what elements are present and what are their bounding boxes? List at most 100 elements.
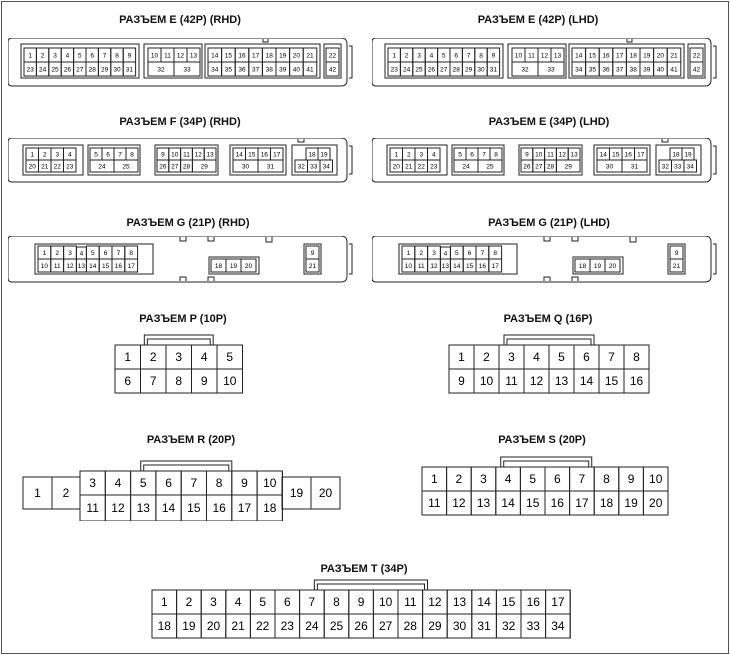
pin-19: 19	[281, 476, 312, 510]
pin-10: 10	[147, 47, 162, 63]
pin-16: 16	[206, 494, 233, 521]
pin-5: 5	[73, 47, 87, 63]
pin-label: 33	[183, 66, 191, 73]
pin-6: 6	[155, 470, 182, 496]
connector-title: РАЗЪЕМ R (20P)	[146, 434, 236, 446]
pin-34: 34	[571, 61, 587, 77]
pin-label: 8	[494, 151, 498, 158]
pin-label: 31	[126, 66, 134, 73]
housing-right-end	[689, 138, 712, 183]
pin-label: 3	[68, 250, 72, 257]
pin-label: 14	[236, 151, 244, 158]
pin-24: 24	[299, 613, 325, 639]
pin-block	[572, 256, 624, 275]
pin-label: 1	[394, 151, 398, 158]
pin-10: 10	[473, 368, 500, 394]
pin-label: 11	[418, 263, 425, 270]
pin-17: 17	[569, 490, 595, 516]
pin-cell	[240, 258, 257, 273]
pin-label: 26	[523, 163, 531, 170]
pin-32: 32	[147, 61, 175, 77]
pin-label: 1	[458, 350, 465, 364]
pin-21: 21	[669, 258, 684, 273]
pin-12: 12	[173, 47, 188, 63]
pin-label: 32	[298, 163, 306, 170]
pin-1: 1	[25, 147, 39, 161]
pin-11: 11	[544, 147, 557, 161]
pin-cell	[488, 258, 503, 273]
pin-label: 20	[649, 496, 663, 510]
pin-17: 17	[488, 258, 503, 273]
pin-17: 17	[545, 589, 571, 615]
pin-label: 12	[430, 263, 438, 270]
pin-block	[229, 144, 287, 176]
pin-label: 11	[547, 151, 554, 158]
pin-label: 29	[101, 66, 109, 73]
pin-28: 28	[180, 159, 193, 173]
pin-25: 25	[48, 61, 62, 77]
pin-19: 19	[317, 147, 331, 161]
pin-label: 24	[305, 619, 319, 633]
pin-label: 26	[64, 66, 72, 73]
pin-label: 37	[252, 66, 260, 73]
housing-latch	[713, 243, 717, 275]
pin-label: 29	[465, 66, 473, 73]
pin-label: 8	[216, 476, 223, 490]
pin-block	[323, 43, 342, 79]
pin-12: 12	[555, 147, 569, 161]
pin-17: 17	[612, 47, 627, 63]
pin-8: 8	[125, 147, 139, 161]
pin-24: 24	[453, 159, 479, 173]
pin-8: 8	[165, 368, 192, 394]
housing-latch	[313, 579, 429, 591]
pin-label: 21	[306, 52, 314, 59]
pin-block	[291, 144, 338, 176]
pin-14: 14	[571, 47, 587, 63]
pin-1: 1	[37, 245, 52, 260]
pin-label: 11	[86, 501, 99, 515]
pin-label: 4	[533, 350, 540, 364]
pin-29: 29	[422, 613, 448, 639]
pin-cell	[555, 159, 581, 173]
pin-label: 8	[479, 52, 483, 59]
pin-1: 1	[23, 47, 37, 63]
pin-10: 10	[511, 47, 526, 63]
pin-cell	[642, 490, 669, 516]
pin-7: 7	[180, 470, 207, 496]
pin-label: 7	[150, 374, 157, 388]
pin-label: 18	[215, 263, 223, 270]
pin-29: 29	[191, 159, 217, 173]
housing-notch	[571, 237, 579, 242]
pin-10: 10	[532, 147, 546, 161]
pin-label: 14	[89, 263, 97, 270]
pin-20: 20	[310, 476, 341, 510]
pin-16: 16	[257, 147, 271, 161]
pin-11: 11	[524, 47, 539, 63]
pin-7: 7	[598, 344, 625, 370]
pin-1: 1	[401, 245, 416, 260]
pin-6: 6	[114, 368, 141, 394]
pin-label: 7	[309, 595, 316, 609]
pin-30: 30	[446, 613, 473, 639]
pin-block	[143, 43, 203, 79]
pin-2: 2	[50, 245, 65, 260]
pin-5: 5	[437, 47, 451, 63]
pin-label: 9	[628, 472, 635, 486]
pin-8: 8	[124, 245, 139, 260]
pin-20: 20	[642, 490, 669, 516]
pin-3: 3	[165, 344, 192, 370]
pin-6: 6	[85, 47, 99, 63]
pin-block	[451, 144, 505, 176]
pin-label: 1	[392, 52, 396, 59]
pin-label: 7	[191, 476, 198, 490]
pin-label: 20	[29, 163, 37, 170]
housing-latch	[143, 334, 214, 345]
pin-5: 5	[548, 344, 575, 370]
pin-label: 34	[575, 66, 583, 73]
pin-block	[593, 144, 651, 176]
pin-27: 27	[73, 61, 87, 77]
pin-13: 13	[567, 147, 581, 161]
pin-label: 7	[482, 151, 486, 158]
housing-right-end	[325, 138, 348, 183]
pin-15: 15	[98, 258, 113, 273]
